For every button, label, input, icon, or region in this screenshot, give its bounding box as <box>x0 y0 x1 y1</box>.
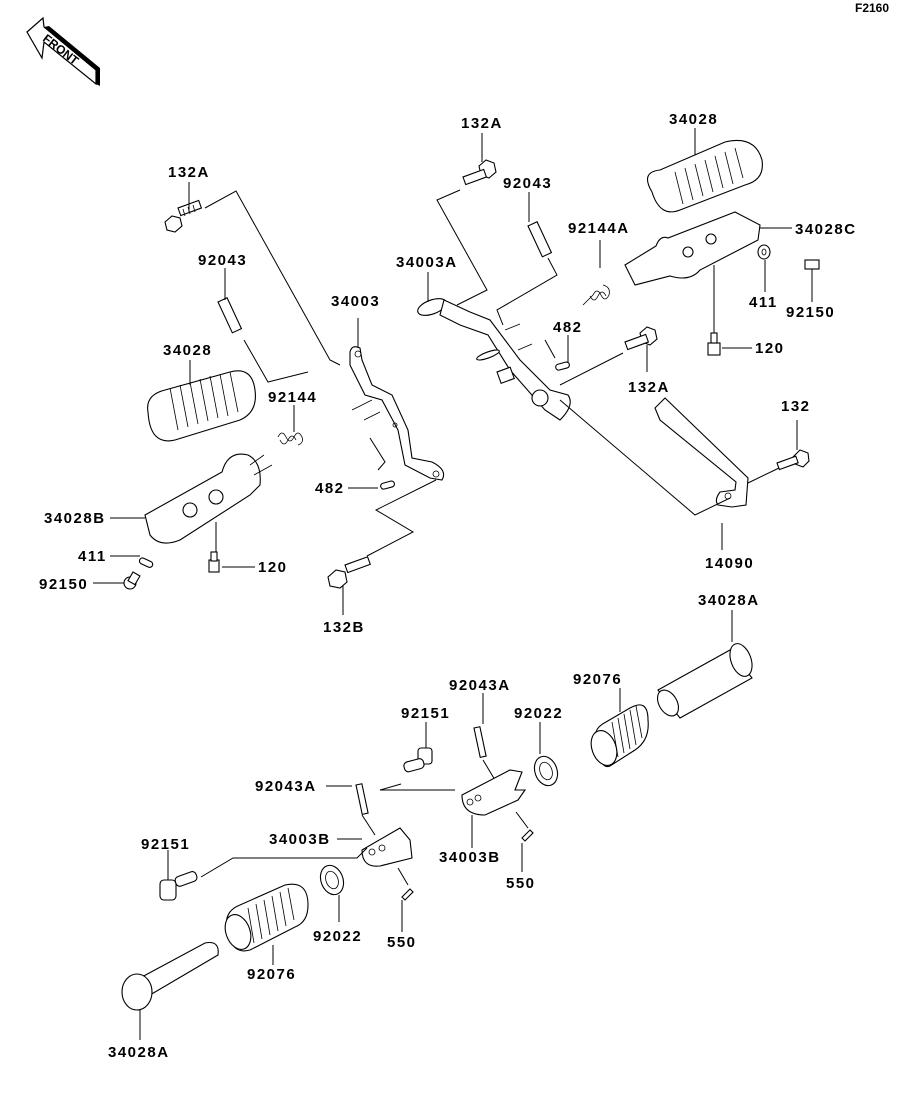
label-411-left: 411 <box>78 548 107 565</box>
pin-92043A-left <box>355 783 369 815</box>
label-34028C: 34028C <box>795 221 857 238</box>
label-120-right: 120 <box>755 340 785 357</box>
label-132B: 132B <box>323 619 365 636</box>
label-132A-left: 132A <box>168 164 210 181</box>
bolt-132A-mid <box>624 326 658 351</box>
label-92151-bottom: 92151 <box>141 836 190 853</box>
spring-92144 <box>277 432 303 446</box>
footpeg-rubber-34028-left <box>147 370 256 442</box>
footpeg-34028B <box>144 453 273 544</box>
label-92076-bottom: 92076 <box>247 966 296 983</box>
clevis-34003B-right <box>461 769 527 816</box>
bolt-92150-left <box>123 571 141 590</box>
label-92043A-top: 92043A <box>449 677 511 694</box>
label-34003B-right: 34003B <box>439 849 501 866</box>
footpeg-34028C <box>624 211 761 286</box>
bolt-132A-left <box>164 199 203 233</box>
bolt-132A-top <box>462 159 497 186</box>
label-34003B-left: 34003B <box>269 831 331 848</box>
label-550-right: 550 <box>506 875 536 892</box>
bolt-132 <box>776 449 810 471</box>
label-132A-top: 132A <box>461 115 503 132</box>
bracket-34003 <box>349 346 445 481</box>
cotter-pin-550-right <box>521 829 534 842</box>
footpeg-rubber-34028-right <box>646 139 763 213</box>
label-14090: 14090 <box>705 555 754 572</box>
label-92144: 92144 <box>268 389 317 406</box>
label-92022-right: 92022 <box>514 705 563 722</box>
front-arrow-icon: FRONT <box>26 16 100 86</box>
label-132: 132 <box>781 398 811 415</box>
clip-482-left <box>380 480 395 490</box>
pin-92043A-top <box>473 726 487 758</box>
footpeg-pipe-34028A-bottom <box>121 941 219 1011</box>
label-92043A-left: 92043A <box>255 778 317 795</box>
label-92151-top: 92151 <box>401 705 450 722</box>
label-120-left: 120 <box>258 559 288 576</box>
label-34028A-right: 34028A <box>698 592 760 609</box>
pin-92043-left <box>217 297 243 334</box>
label-550-bottom: 550 <box>387 934 417 951</box>
label-92022-bottom: 92022 <box>313 928 362 945</box>
washer-411-right <box>757 244 771 260</box>
label-92144A: 92144A <box>568 220 630 237</box>
pin-92043-top <box>527 221 553 258</box>
label-34028B: 34028B <box>44 510 106 527</box>
screw-120-right <box>707 332 721 356</box>
figure-code: F2160 <box>855 1 889 15</box>
clevis-34003B-left <box>361 827 413 867</box>
washer-92022-bottom <box>319 864 345 896</box>
label-411-right: 411 <box>749 294 778 311</box>
label-34028A-bottom: 34028A <box>108 1044 170 1061</box>
label-482-right: 482 <box>553 319 583 336</box>
label-34028-left: 34028 <box>163 342 212 359</box>
brake-pedal-34003A <box>417 298 571 421</box>
screw-120-left <box>208 551 220 573</box>
rubber-92076-right <box>590 704 649 768</box>
label-482-left: 482 <box>315 480 345 497</box>
label-92076-right: 92076 <box>573 671 622 688</box>
bolt-92151-bottom <box>159 871 198 901</box>
bolt-132B <box>327 556 371 589</box>
footpeg-pipe-34028A-right <box>656 643 753 719</box>
cotter-pin-550-bottom <box>401 888 414 901</box>
label-34003A: 34003A <box>396 254 458 271</box>
label-92150-left: 92150 <box>39 576 88 593</box>
label-92150-right: 92150 <box>786 304 835 321</box>
spring-92144A <box>582 284 610 306</box>
washer-411-left <box>138 557 154 568</box>
label-92043-left: 92043 <box>198 252 247 269</box>
bolt-92150-right <box>804 259 820 270</box>
label-34003: 34003 <box>331 293 380 310</box>
label-132A-mid: 132A <box>628 379 670 396</box>
heel-guard-14090 <box>654 397 749 508</box>
clip-482-right <box>555 361 570 371</box>
label-34028-right: 34028 <box>669 111 718 128</box>
rubber-92076-bottom <box>224 883 309 952</box>
bolt-92151-top <box>403 747 433 773</box>
washer-92022-right <box>533 755 559 787</box>
label-92043-top: 92043 <box>503 175 552 192</box>
